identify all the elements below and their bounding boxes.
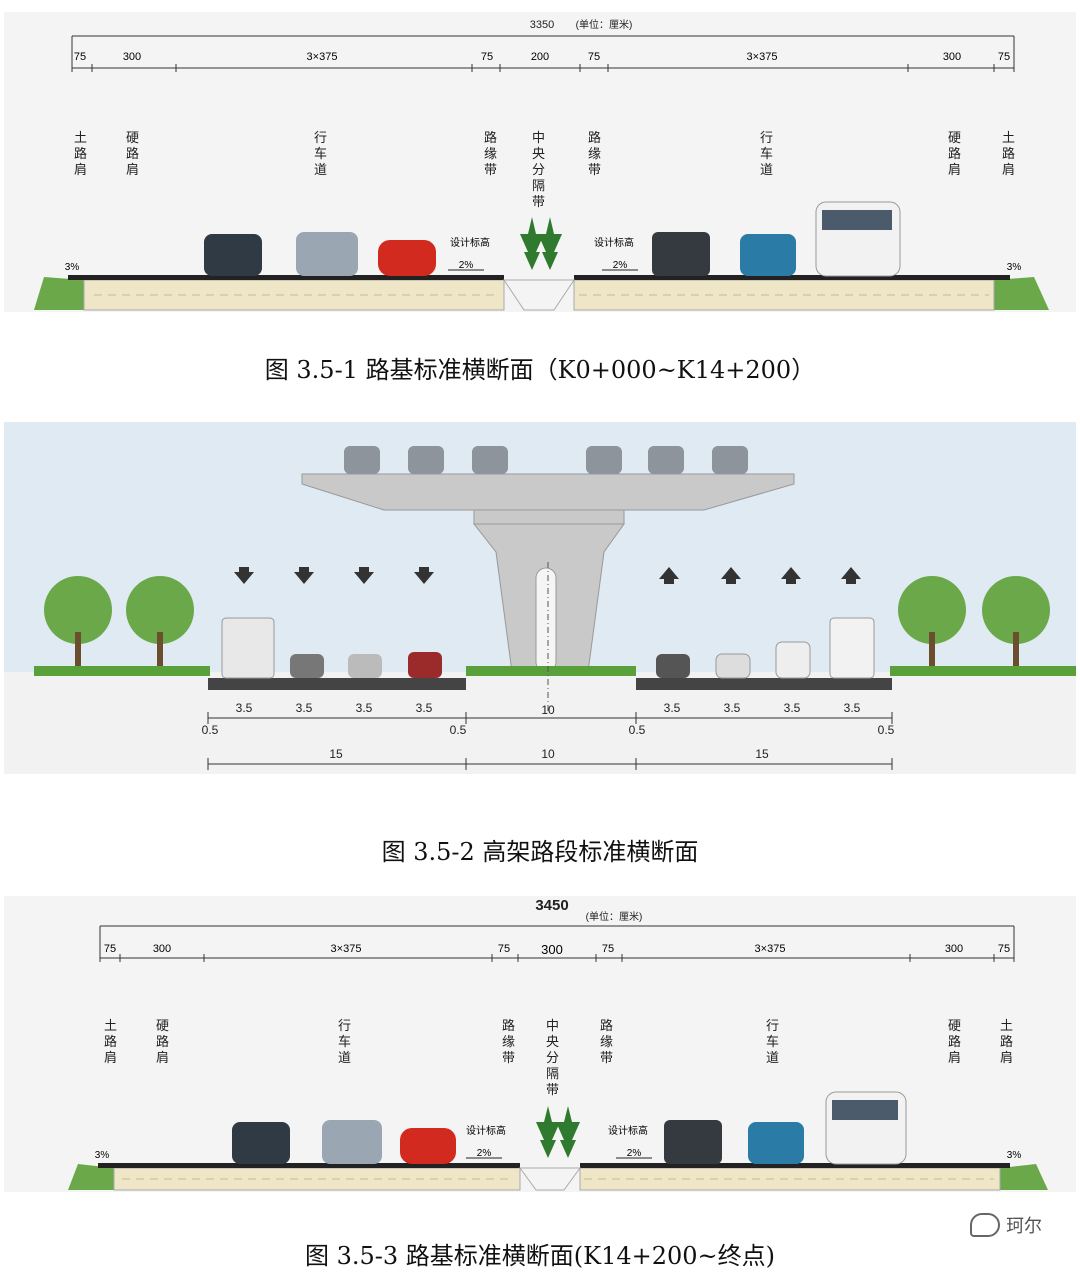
fig2-dim: 10 — [541, 703, 555, 717]
fig1-dim: 75 — [74, 51, 86, 63]
fig3-dim: 75 — [602, 943, 614, 955]
fig3-label: 路缘带 — [502, 1018, 515, 1065]
deck-vehicles — [344, 446, 748, 474]
fig3-slope-left: 3% — [95, 1150, 110, 1161]
fig3-crossfall-left: 2% — [477, 1148, 492, 1159]
fig3-vehicles — [232, 1091, 907, 1165]
viaduct — [301, 473, 795, 673]
fig1-caption: 图 3.5-1 路基标准横断面（K0+000~K14+200） — [264, 356, 816, 384]
fig1-label: 土路肩 — [1002, 130, 1015, 177]
fig1-crossfall-left: 2% — [459, 260, 474, 271]
fig3-dims: 75 300 3×375 75 300 75 3×375 300 75 — [104, 942, 1010, 957]
fig3-slope-right: 3% — [1007, 1150, 1022, 1161]
fig3-caption: 图 3.5-3 路基标准横断面(K14+200~终点) — [304, 1242, 776, 1270]
fig2-dim: 3.5 — [664, 701, 681, 715]
fig3-dim: 75 — [998, 943, 1010, 955]
fig3-design-elev-right: 设计标高 — [608, 1124, 648, 1137]
fig2-dim: 0.5 — [878, 723, 895, 737]
fig3-label: 土路肩 — [1000, 1018, 1013, 1065]
fig1-label: 路缘带 — [588, 130, 601, 177]
fig2-upper-dims: 0.5 3.5 3.5 3.5 3.5 0.5 10 0.5 3.5 3.5 3… — [202, 701, 895, 737]
fig1-dim: 300 — [943, 51, 961, 63]
fig1-dim: 3×375 — [307, 51, 338, 63]
fig1-slope-right: 3% — [1007, 262, 1022, 273]
fig3-label: 土路肩 — [104, 1018, 117, 1065]
fig1-dim: 300 — [123, 51, 141, 63]
fig2-lower-dims: 15 10 15 — [329, 747, 769, 761]
fig1-label: 硬路肩 — [948, 130, 961, 177]
fig2-dim: 15 — [755, 747, 769, 761]
fig3-dim: 3×375 — [331, 943, 362, 955]
fig2-dim: 3.5 — [236, 701, 253, 715]
fig3-label: 硬路肩 — [156, 1018, 169, 1065]
figure-1-cross-section: 3350 (单位：厘米) 75 300 3×375 75 200 75 3×37… — [4, 12, 1076, 312]
fig1-slope-left: 3% — [65, 262, 80, 273]
fig2-dim: 15 — [329, 747, 343, 761]
fig3-label: 行车道 — [338, 1018, 351, 1065]
watermark-text: 珂尔 — [1006, 1216, 1042, 1237]
fig1-label: 中央分隔带 — [532, 130, 545, 209]
fig3-dim: 75 — [104, 943, 116, 955]
fig2-dim: 3.5 — [784, 701, 801, 715]
median-trees — [536, 1106, 580, 1158]
fig1-vehicles — [204, 201, 901, 277]
fig3-label: 路缘带 — [600, 1018, 613, 1065]
fig1-dim: 75 — [481, 51, 493, 63]
fig1-dim: 200 — [531, 51, 549, 63]
fig2-dim: 0.5 — [629, 723, 646, 737]
fig3-unit: (单位：厘米) — [586, 910, 643, 923]
fig2-caption: 图 3.5-2 高架路段标准横断面 — [381, 838, 699, 866]
fig1-label: 硬路肩 — [126, 130, 139, 177]
fig3-total: 3450 — [535, 897, 568, 914]
fig2-dim: 0.5 — [202, 723, 219, 737]
figure-3-cross-section: 3450 (单位：厘米) 75 300 3×375 75 300 75 3×37… — [4, 896, 1076, 1192]
fig2-dim: 3.5 — [844, 701, 861, 715]
fig2-dim: 3.5 — [724, 701, 741, 715]
fig1-dims: 75 300 3×375 75 200 75 3×375 300 75 — [74, 51, 1010, 63]
median-trees — [520, 217, 562, 270]
fig3-dim: 300 — [153, 943, 171, 955]
fig1-design-elev-left: 设计标高 — [450, 236, 490, 249]
fig1-label: 行车道 — [314, 130, 327, 177]
fig3-design-elev-left: 设计标高 — [466, 1124, 506, 1137]
figure-2-elevated-section: 0.5 3.5 3.5 3.5 3.5 0.5 10 0.5 3.5 3.5 3… — [4, 422, 1076, 774]
fig1-label: 行车道 — [760, 130, 773, 177]
fig3-label: 硬路肩 — [948, 1018, 961, 1065]
fig1-label: 路缘带 — [484, 130, 497, 177]
ground-vehicles — [221, 617, 875, 679]
fig3-dim: 300 — [945, 943, 963, 955]
fig1-dim: 75 — [588, 51, 600, 63]
fig3-dim: 3×375 — [755, 943, 786, 955]
fig2-dim: 3.5 — [296, 701, 313, 715]
fig1-crossfall-right: 2% — [613, 260, 628, 271]
fig3-dim: 300 — [541, 942, 563, 957]
fig3-label: 中央分隔带 — [546, 1018, 559, 1097]
fig1-dim: 3×375 — [747, 51, 778, 63]
fig1-design-elev-right: 设计标高 — [594, 236, 634, 249]
fig2-dim: 0.5 — [450, 723, 467, 737]
wechat-icon — [970, 1213, 1000, 1237]
side-trees — [44, 576, 1050, 668]
fig1-labels: 土路肩 硬路肩 行车道 路缘带 中央分隔带 路缘带 行车道 硬路肩 土路肩 — [74, 130, 1015, 209]
fig2-dim: 3.5 — [416, 701, 433, 715]
fig1-unit: (单位：厘米) — [576, 18, 633, 31]
direction-arrows — [234, 567, 861, 584]
fig2-dim: 3.5 — [356, 701, 373, 715]
fig3-label: 行车道 — [766, 1018, 779, 1065]
fig1-label: 土路肩 — [74, 130, 87, 177]
fig2-dim: 10 — [541, 747, 555, 761]
fig3-dim: 75 — [498, 943, 510, 955]
fig1-total: 3350 — [530, 19, 554, 31]
watermark: 珂尔 — [970, 1212, 1042, 1238]
fig3-labels: 土路肩 硬路肩 行车道 路缘带 中央分隔带 路缘带 行车道 硬路肩 土路肩 — [104, 1018, 1013, 1097]
fig3-crossfall-right: 2% — [627, 1148, 642, 1159]
fig1-dim: 75 — [998, 51, 1010, 63]
